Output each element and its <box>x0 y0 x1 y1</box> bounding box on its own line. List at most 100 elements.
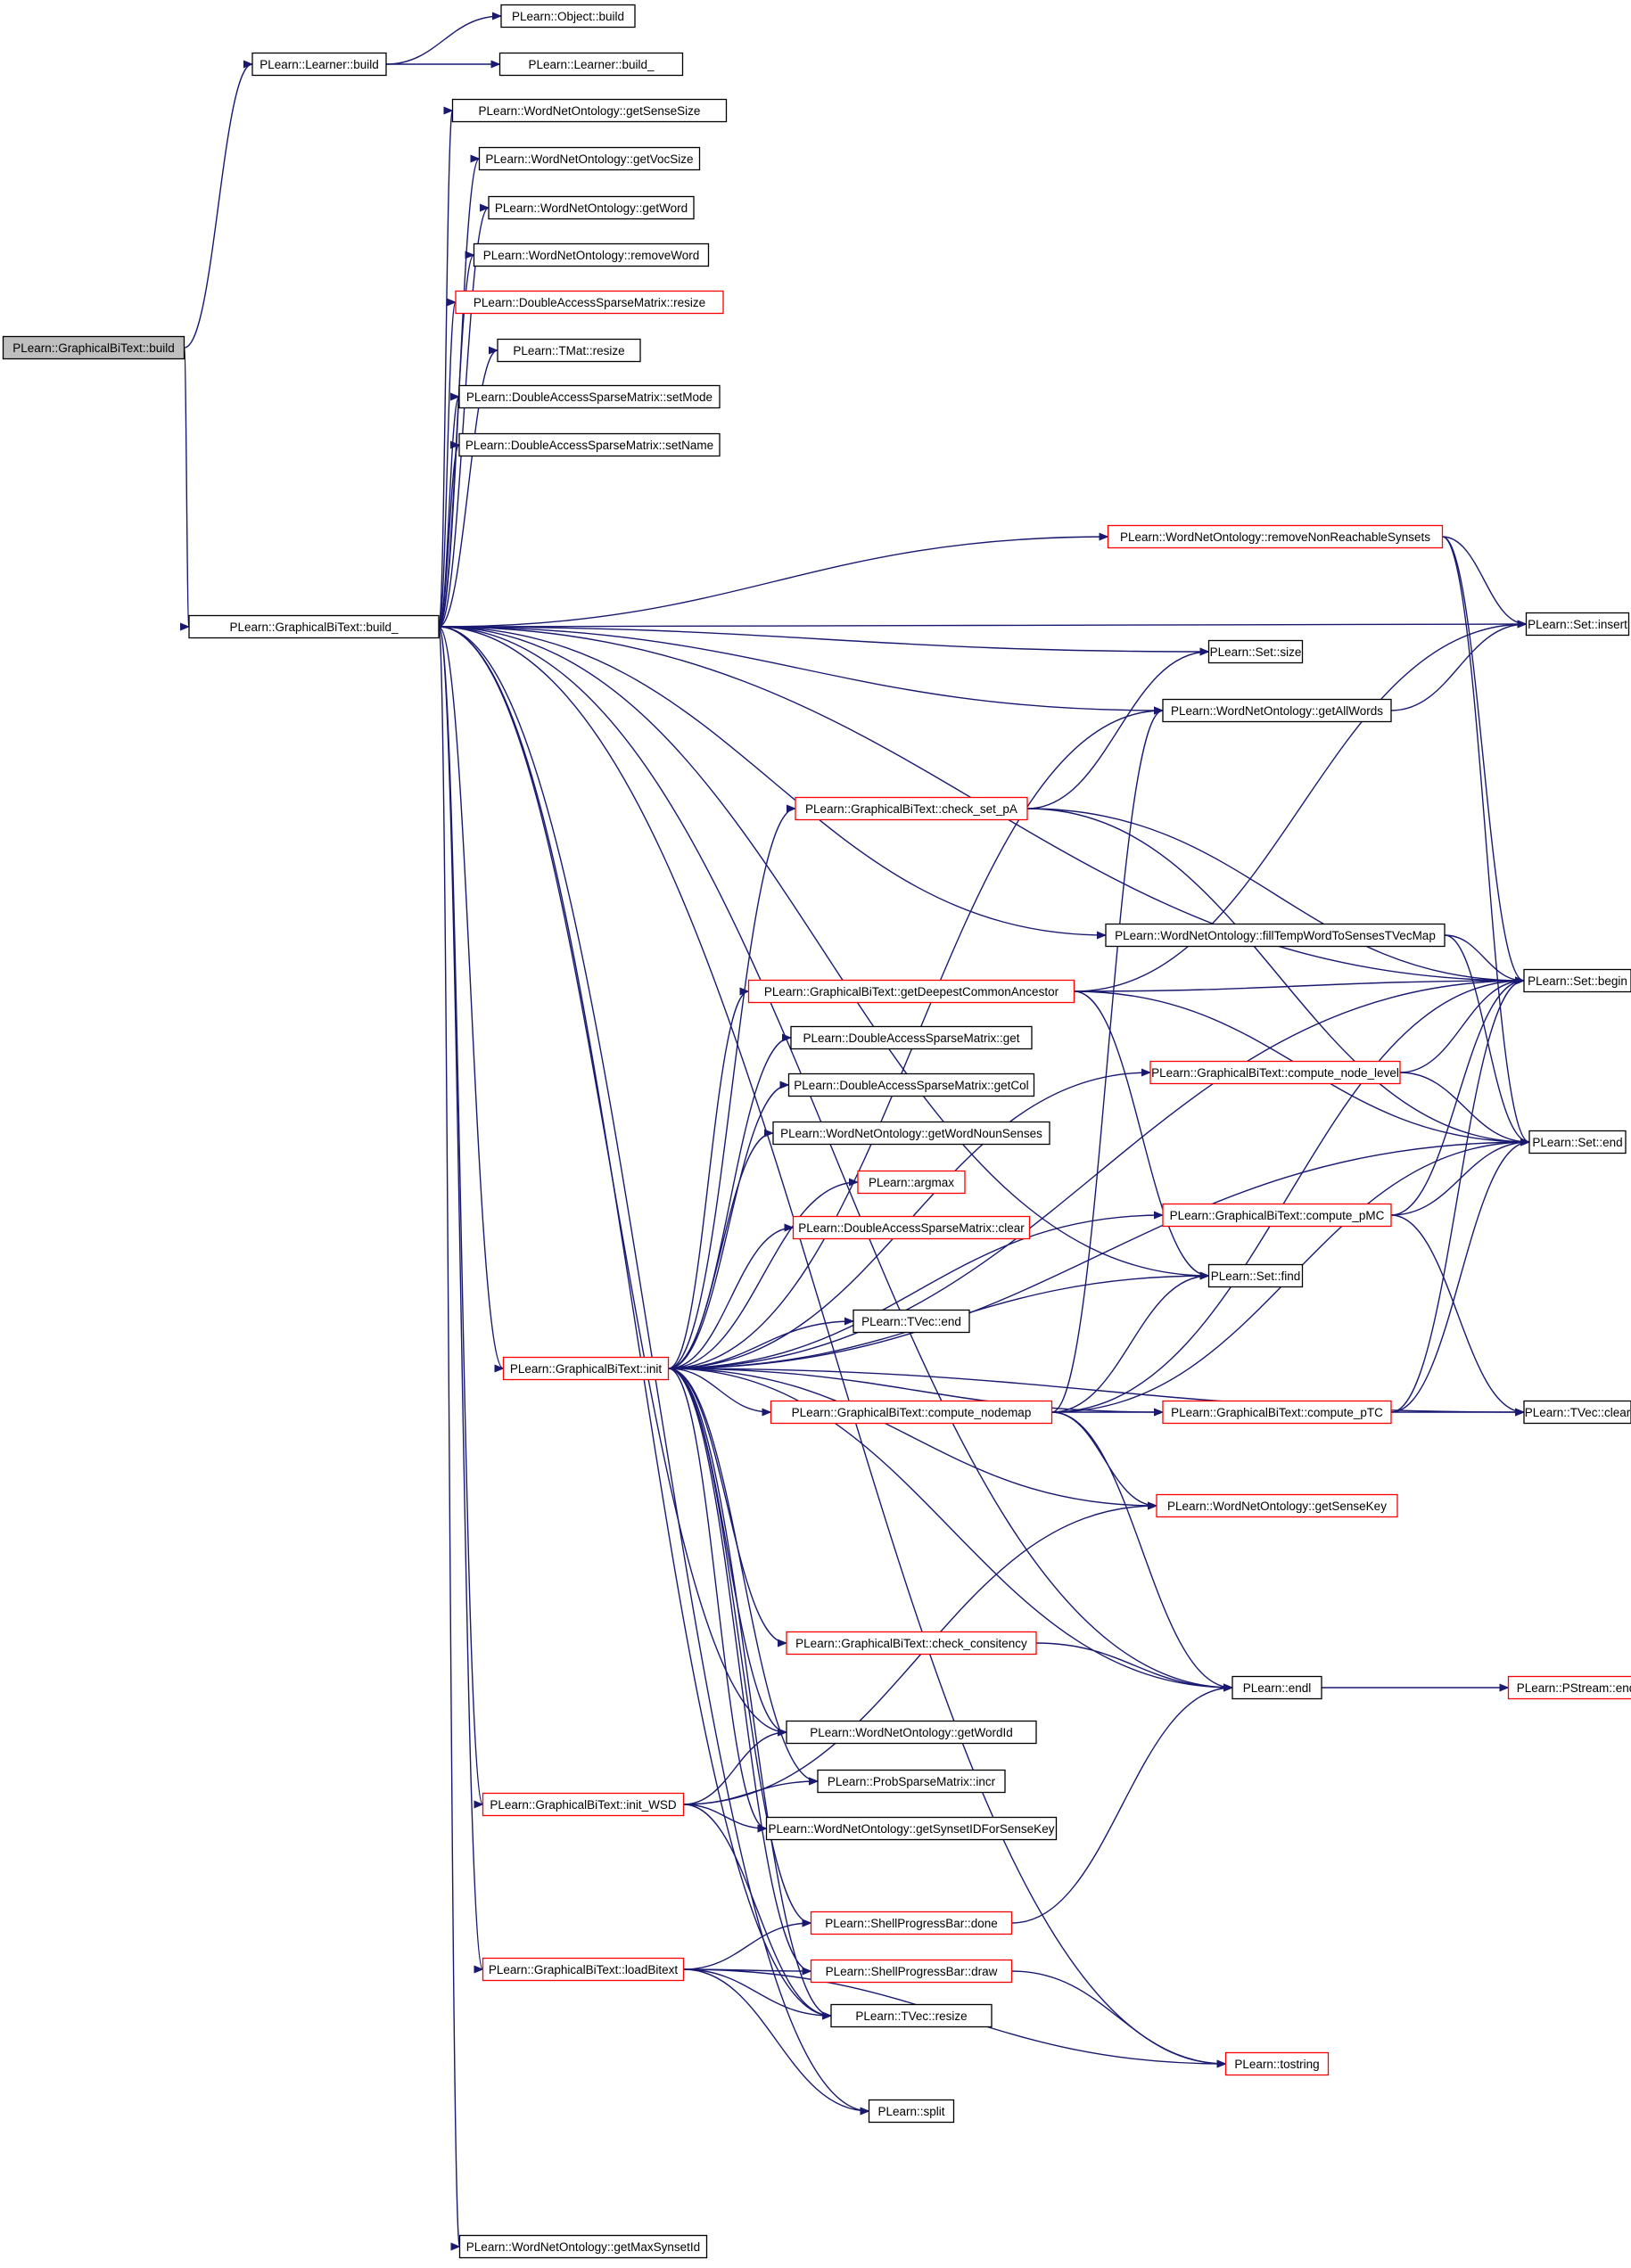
graph-node[interactable]: PLearn::DoubleAccessSparseMatrix::get <box>790 1025 1033 1050</box>
graph-node[interactable]: PLearn::ShellProgressBar::done <box>810 1911 1013 1935</box>
graph-node[interactable]: PLearn::endl <box>1231 1675 1322 1700</box>
edge-n31-to-n20 <box>668 976 1525 1369</box>
graph-node[interactable]: PLearn::TVec::resize <box>830 2003 993 2028</box>
graph-node[interactable]: PLearn::ShellProgressBar::draw <box>810 1959 1013 1984</box>
graph-node[interactable]: PLearn::TVec::clear <box>1523 1400 1631 1425</box>
node-label: PLearn::TVec::resize <box>855 2009 967 2023</box>
graph-node[interactable]: PLearn::PStream::endl <box>1507 1675 1631 1700</box>
edge-n33-to-n20 <box>1390 976 1525 1413</box>
node-label: PLearn::TVec::end <box>861 1315 961 1328</box>
node-label: PLearn::PStream::endl <box>1517 1681 1631 1695</box>
root-node[interactable]: PLearn::GraphicalBiText::build <box>2 335 185 360</box>
graph-node[interactable]: PLearn::DoubleAccessSparseMatrix::setMod… <box>458 384 721 409</box>
node-label: PLearn::WordNetOntology::fillTempWordToS… <box>1115 929 1436 942</box>
graph-node[interactable]: PLearn::WordNetOntology::getAllWords <box>1162 698 1392 723</box>
node-label: PLearn::endl <box>1243 1681 1312 1695</box>
graph-node[interactable]: PLearn::GraphicalBiText::compute_pMC <box>1162 1203 1392 1228</box>
graph-node[interactable]: PLearn::WordNetOntology::getWordId <box>786 1720 1037 1745</box>
graph-node[interactable]: PLearn::GraphicalBiText::compute_node_le… <box>1149 1060 1401 1085</box>
graph-node[interactable]: PLearn::tostring <box>1224 2051 1330 2076</box>
node-box <box>795 796 1028 821</box>
graph-node[interactable]: PLearn::GraphicalBiText::compute_pTC <box>1162 1400 1392 1425</box>
graph-node[interactable]: PLearn::DoubleAccessSparseMatrix::getCol <box>787 1072 1035 1097</box>
graph-node[interactable]: PLearn::GraphicalBiText::loadBitext <box>482 1957 685 1982</box>
edge-n4-to-n44 <box>438 626 484 1973</box>
node-label: PLearn::WordNetOntology::getAllWords <box>1171 704 1383 718</box>
graph-node[interactable]: PLearn::TVec::end <box>853 1309 970 1334</box>
node-label: PLearn::DoubleAccessSparseMatrix::setNam… <box>465 439 713 452</box>
graph-node[interactable]: PLearn::split <box>868 2099 955 2124</box>
node-label: PLearn::ProbSparseMatrix::incr <box>828 1775 996 1788</box>
graph-node[interactable]: PLearn::WordNetOntology::removeWord <box>473 242 710 267</box>
node-box <box>786 1631 1037 1656</box>
graph-node[interactable]: PLearn::WordNetOntology::getVocSize <box>478 146 701 171</box>
edge-n45-to-n47 <box>1011 1970 1227 2068</box>
edge-n31-to-n37 <box>668 1368 1233 1692</box>
node-label: PLearn::Set::find <box>1211 1270 1301 1283</box>
graph-node[interactable]: PLearn::GraphicalBiText::init_WSD <box>482 1792 685 1817</box>
node-box <box>498 52 684 77</box>
node-label: PLearn::WordNetOntology::getWord <box>495 201 688 215</box>
node-box <box>455 290 724 315</box>
node-box <box>1528 1130 1627 1155</box>
graph-node[interactable]: PLearn::DoubleAccessSparseMatrix::clear <box>792 1215 1031 1240</box>
node-box <box>1231 1675 1322 1700</box>
graph-node[interactable]: PLearn::argmax <box>857 1170 966 1195</box>
node-label: PLearn::GraphicalBiText::getDeepestCommo… <box>764 985 1059 998</box>
graph-node[interactable]: PLearn::WordNetOntology::getSenseKey <box>1156 1493 1398 1518</box>
edge-n4-to-n49 <box>438 626 461 2249</box>
edge-n31-to-n35 <box>668 1368 1157 1510</box>
graph-node[interactable]: PLearn::GraphicalBiText::check_set_pA <box>795 796 1028 821</box>
graph-node[interactable]: PLearn::WordNetOntology::removeNonReacha… <box>1107 524 1444 549</box>
graph-node[interactable]: PLearn::WordNetOntology::getWord <box>488 195 695 220</box>
graph-node[interactable]: PLearn::GraphicalBiText::init <box>502 1356 670 1381</box>
graph-node[interactable]: PLearn::DoubleAccessSparseMatrix::resize <box>455 290 724 315</box>
node-box <box>458 384 721 409</box>
node-box <box>2 335 185 360</box>
graph-node[interactable]: PLearn::Set::begin <box>1523 968 1631 993</box>
node-box <box>868 2099 955 2124</box>
graph-node[interactable]: PLearn::Learner::build <box>251 52 387 77</box>
node-label: PLearn::DoubleAccessSparseMatrix::getCol <box>794 1079 1028 1092</box>
graph-node[interactable]: PLearn::DoubleAccessSparseMatrix::setNam… <box>458 432 721 457</box>
node-box <box>1162 1400 1392 1425</box>
node-label: PLearn::Object::build <box>512 10 624 23</box>
edge-n44-to-n48 <box>683 1968 870 2116</box>
node-label: PLearn::GraphicalBiText::compute_pTC <box>1171 1406 1383 1419</box>
node-box <box>188 614 440 639</box>
edge-n31-to-n32 <box>668 1368 772 1417</box>
graph-node[interactable]: PLearn::GraphicalBiText::getDeepestCommo… <box>747 979 1075 1004</box>
edge-n32-to-n20 <box>1051 976 1525 1413</box>
graph-node[interactable]: PLearn::WordNetOntology::getSenseSize <box>451 98 728 123</box>
node-box <box>830 2003 993 2028</box>
edge-n4-to-n18 <box>438 626 1107 940</box>
graph-node[interactable]: PLearn::WordNetOntology::getSynsetIDForS… <box>765 1816 1058 1841</box>
node-box <box>473 242 710 267</box>
node-box <box>810 1959 1013 1984</box>
graph-node[interactable]: PLearn::Object::build <box>500 4 636 29</box>
edge-n31-to-n42 <box>668 1368 768 1833</box>
graph-node[interactable]: PLearn::Set::end <box>1528 1130 1627 1155</box>
graph-node[interactable]: PLearn::WordNetOntology::getWordNounSens… <box>772 1121 1050 1146</box>
graph-node[interactable]: PLearn::Set::insert <box>1525 612 1630 637</box>
graph-node[interactable]: PLearn::WordNetOntology::getMaxSynsetId <box>458 2234 708 2259</box>
node-box <box>1105 923 1446 948</box>
node-box <box>792 1215 1031 1240</box>
node-box <box>482 1957 685 1982</box>
graph-node[interactable]: PLearn::GraphicalBiText::compute_nodemap <box>770 1400 1053 1425</box>
edge-n4-to-n31 <box>438 626 505 1373</box>
graph-node[interactable]: PLearn::GraphicalBiText::check_consitenc… <box>786 1631 1037 1656</box>
graph-node[interactable]: PLearn::Learner::build_ <box>498 52 684 77</box>
graph-node[interactable]: PLearn::GraphicalBiText::build_ <box>188 614 440 639</box>
graph-node[interactable]: PLearn::Set::find <box>1207 1263 1304 1288</box>
graph-node[interactable]: PLearn::ProbSparseMatrix::incr <box>817 1769 1006 1794</box>
node-label: PLearn::tostring <box>1234 2058 1319 2071</box>
node-label: PLearn::DoubleAccessSparseMatrix::get <box>803 1031 1019 1045</box>
edge-n31-to-n28 <box>668 1223 795 1369</box>
edge-n31-to-n40 <box>668 1368 819 1786</box>
edge-n4-to-n10 <box>438 346 498 628</box>
graph-node[interactable]: PLearn::WordNetOntology::fillTempWordToS… <box>1105 923 1446 948</box>
graph-node[interactable]: PLearn::Set::size <box>1207 639 1304 664</box>
graph-node[interactable]: PLearn::TMat::resize <box>497 338 641 363</box>
